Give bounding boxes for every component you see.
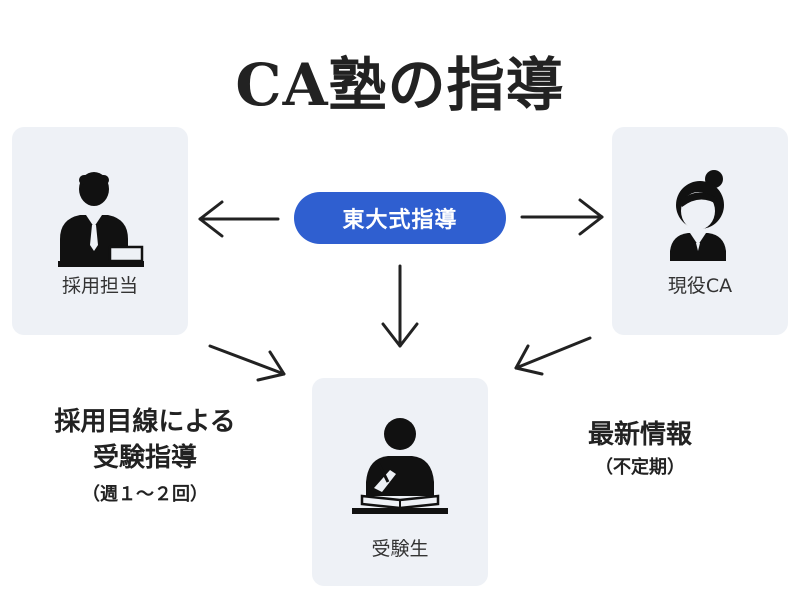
studying-student-icon — [352, 418, 448, 514]
current-ca-card: 現役CA — [612, 127, 788, 335]
diagram-title: CA塾の指導 — [235, 51, 565, 119]
arrow-recruiter-to-student — [208, 344, 286, 376]
recruiter-label: 採用担当 — [61, 275, 138, 297]
right-caption-line1: 最新情報 — [587, 420, 692, 450]
recruiter-card: 採用担当 — [12, 127, 188, 335]
right-caption-sub: （不定期） — [595, 457, 685, 478]
recruiter-guidance-caption: 採用目線による 受験指導 （週１〜２回） — [20, 404, 270, 510]
businessman-icon — [58, 172, 144, 267]
left-caption-line2: 受験指導 — [92, 443, 197, 473]
todai-style-guidance-pill: 東大式指導 — [294, 192, 506, 244]
female-ca-icon — [670, 170, 726, 261]
left-caption-sub: （週１〜２回） — [82, 484, 208, 505]
student-card: 受験生 — [312, 378, 488, 586]
student-label: 受験生 — [371, 538, 429, 560]
current-ca-label: 現役CA — [667, 275, 733, 297]
left-caption-line1: 採用目線による — [54, 407, 236, 437]
arrow-ca-to-student — [514, 336, 592, 370]
latest-info-caption: 最新情報 （不定期） — [560, 417, 720, 483]
